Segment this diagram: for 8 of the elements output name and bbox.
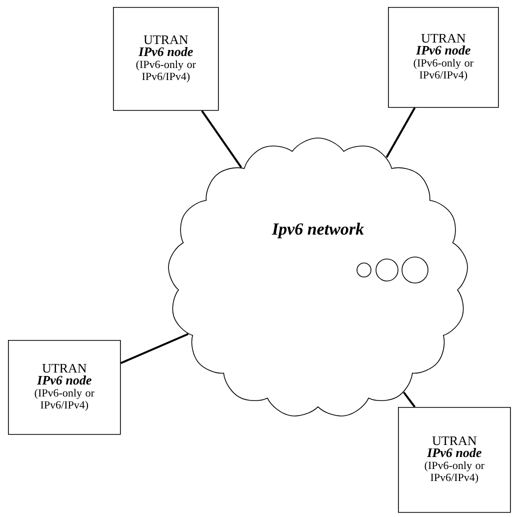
network-cloud: Ipv6 network bbox=[168, 138, 468, 416]
node-box: UTRAN IPv6 node (IPv6-only or IPv6/IPv4) bbox=[8, 340, 121, 435]
node-box: UTRAN IPv6 node (IPv6-only or IPv6/IPv4) bbox=[398, 407, 511, 513]
connector-line bbox=[402, 392, 416, 408]
node-box: UTRAN IPv6 node (IPv6-only or IPv6/IPv4) bbox=[388, 7, 499, 108]
node-box: UTRAN IPv6 node (IPv6-only or IPv6/IPv4) bbox=[113, 7, 219, 111]
connector-line bbox=[386, 107, 416, 158]
connector-line bbox=[120, 333, 189, 364]
